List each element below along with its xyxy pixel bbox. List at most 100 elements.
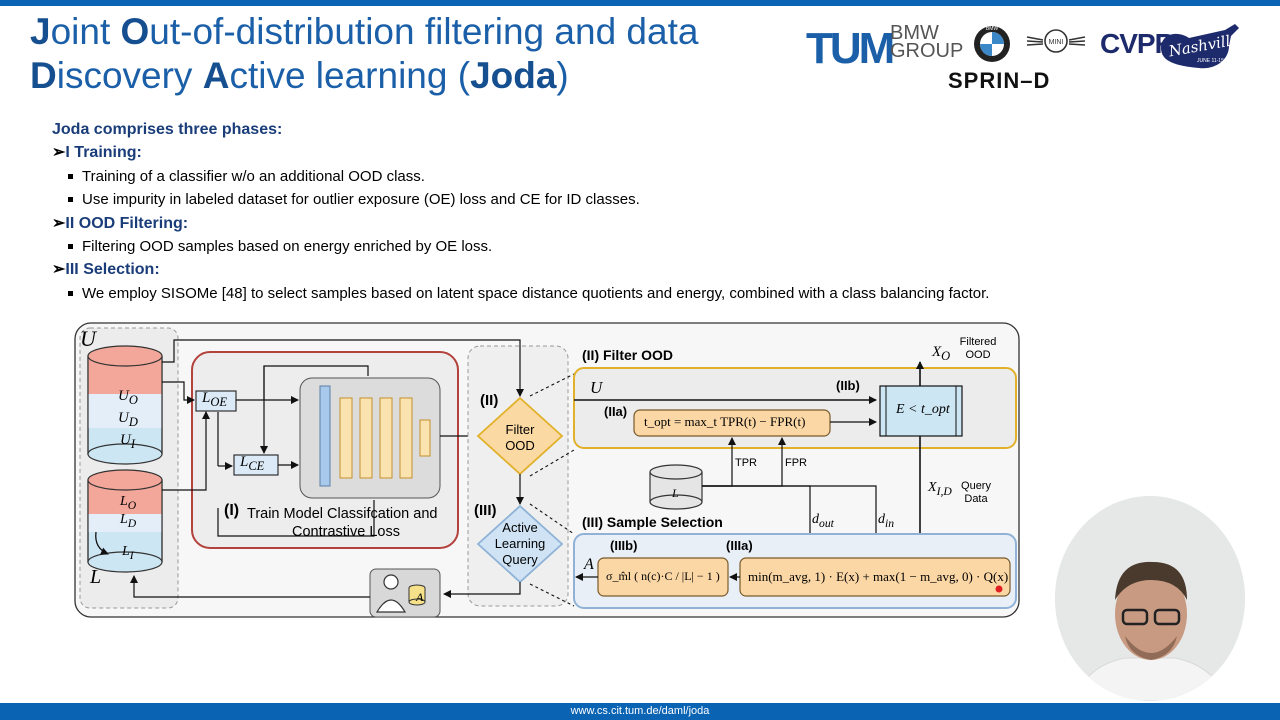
training-caption-1: Train Model Classifcation and (247, 506, 438, 522)
bullet-item: Training of a classifier w/o an addition… (52, 165, 1152, 188)
filter-text-2: OOD (505, 438, 535, 453)
phase-label: II OOD Filtering: (65, 214, 189, 232)
top-accent-bar (0, 0, 1280, 6)
filter-text-1: Filter (505, 422, 535, 437)
query-data-line2: Data (964, 493, 988, 505)
footer-bar: www.cs.cit.tum.de/daml/joda (0, 703, 1280, 720)
bmw-roundel-text: BMW (986, 26, 999, 32)
layer-symbol: U (120, 432, 131, 448)
iib-label: (IIb) (836, 378, 860, 393)
d-symbol: d (878, 512, 885, 527)
layer-symbol: L (120, 494, 128, 509)
cylinder-unknown-layer (88, 394, 162, 428)
phase-heading-selection: ➢III Selection: (52, 258, 1152, 281)
l-cylinder-label: L (672, 486, 679, 500)
training-roman: (I) (224, 502, 240, 519)
x-symbol: X (928, 480, 937, 495)
u-ood-label: UO (118, 388, 138, 408)
contrastive-line (217, 500, 375, 537)
u-arrow-label: U (590, 378, 603, 397)
query-data-line1: Query (961, 480, 991, 492)
d-symbol: d (812, 512, 819, 527)
title-segment: oint (50, 11, 121, 52)
presenter-silhouette (1055, 496, 1245, 701)
l-unknown-label: LD (120, 512, 136, 530)
mini-logo-text: MINI (1049, 39, 1064, 46)
layer-sub: D (127, 516, 137, 530)
zoom-guide (529, 373, 575, 397)
al-text-3: Query (502, 552, 538, 567)
arrow-bullet-icon: ➢ (52, 261, 66, 279)
al-to-oracle-arrow (443, 582, 521, 598)
cylinder-top (87, 345, 163, 367)
class-balance-formula: σ_m̂l ( n(c)·C / |L| − 1 ) (606, 569, 720, 583)
fpr-label: FPR (785, 457, 807, 469)
loss-ce-label: LCE (240, 454, 264, 474)
annotation-db-icon (408, 598, 426, 606)
cylinder-top (87, 469, 163, 491)
arrow-bullet-icon: ➢ (52, 144, 66, 162)
footer-url[interactable]: www.cs.cit.tum.de/daml/joda (570, 705, 710, 717)
u-id-label: UI (120, 432, 135, 452)
title-segment: iscovery (56, 55, 203, 96)
al-roman: (III) (474, 502, 497, 519)
iiia-label: (IIIa) (726, 538, 753, 553)
title-segment: ut-of-distribution filtering and data (149, 11, 699, 52)
l-to-din-arrow (702, 485, 880, 557)
x-o-label: XO (932, 344, 950, 364)
lead-text: Joda comprises three phases: (52, 121, 283, 138)
zoom-guide (529, 449, 575, 477)
sample-selection-title: (III) Sample Selection (582, 514, 723, 530)
l-to-oe-arrow (162, 411, 210, 491)
output-a-label: A (584, 556, 594, 573)
model-conv-layer (359, 397, 373, 479)
tpr-fpr-formula: t_opt = max_t TPR(t) − FPR(t) (644, 414, 806, 429)
bullet-item: Use impurity in labeled dataset for outl… (52, 188, 1152, 211)
sprind-logo: SPRIN–D (948, 68, 1051, 93)
presenter-beard (1125, 636, 1177, 660)
l-cylinder-small (649, 464, 703, 510)
bullet-item: We employ SISOMe [48] to select samples … (52, 282, 1152, 305)
energy-threshold-box (879, 385, 963, 437)
loss-sub: CE (248, 459, 265, 473)
oracle-body-icon (375, 599, 407, 613)
l-ood-label: LO (120, 494, 136, 512)
title-segment: ctive learning ( (229, 55, 471, 96)
u-to-filter-arrow (162, 339, 524, 397)
title-bold-joda: Joda (470, 55, 557, 96)
phase-heading-training: ➢I Training: (52, 141, 1152, 164)
bullet-item: Filtering OOD samples based on energy en… (52, 235, 1152, 258)
x-sub: I,D (936, 484, 952, 498)
glasses-icon (1121, 608, 1149, 626)
cylinder-top (649, 464, 703, 480)
filtered-ood-line2: OOD (965, 349, 991, 361)
training-caption-2: Contrastive Loss (292, 524, 400, 540)
cylinder-unknown-layer (88, 514, 162, 532)
model-input-layer (319, 385, 331, 487)
pool-u-cylinder (87, 345, 163, 465)
x-id-label: XI,D (928, 480, 952, 498)
tpr-fpr-box (633, 409, 831, 437)
laser-pointer-dot (995, 585, 1003, 593)
layer-symbol: U (118, 388, 129, 404)
layer-sub: D (128, 415, 138, 429)
cvpr-dates-text: JUNE 11-15, 2025 (1197, 58, 1238, 64)
d-sub: out (819, 516, 834, 530)
bmw-group-line1: BMW (890, 22, 939, 44)
cylinder-bottom (649, 494, 703, 510)
u-unknown-label: UD (118, 410, 138, 430)
phase-label: I Training: (65, 144, 142, 162)
mini-logo-icon: MINI (1026, 29, 1086, 53)
model-head-layer (419, 419, 431, 457)
score-formula: min(m_avg, 1) · E(x) + max(1 − m_avg, 0)… (748, 569, 1009, 584)
al-text-2: Learning (494, 536, 546, 551)
bmw-group-line2: GROUP (890, 40, 964, 62)
cvpr-guitar-icon: Nashville JUNE 11-15, 2025 (1161, 24, 1241, 69)
pool-l-cylinder (87, 469, 163, 573)
relabel-arrow (95, 531, 109, 555)
model-conv-layer (399, 397, 413, 479)
layer-sub: O (128, 393, 138, 407)
filter-roman: (II) (480, 392, 499, 409)
slide-content: Joda comprises three phases: ➢I Training… (52, 118, 1152, 305)
bmw-roundel-icon: BMW (974, 26, 1010, 62)
